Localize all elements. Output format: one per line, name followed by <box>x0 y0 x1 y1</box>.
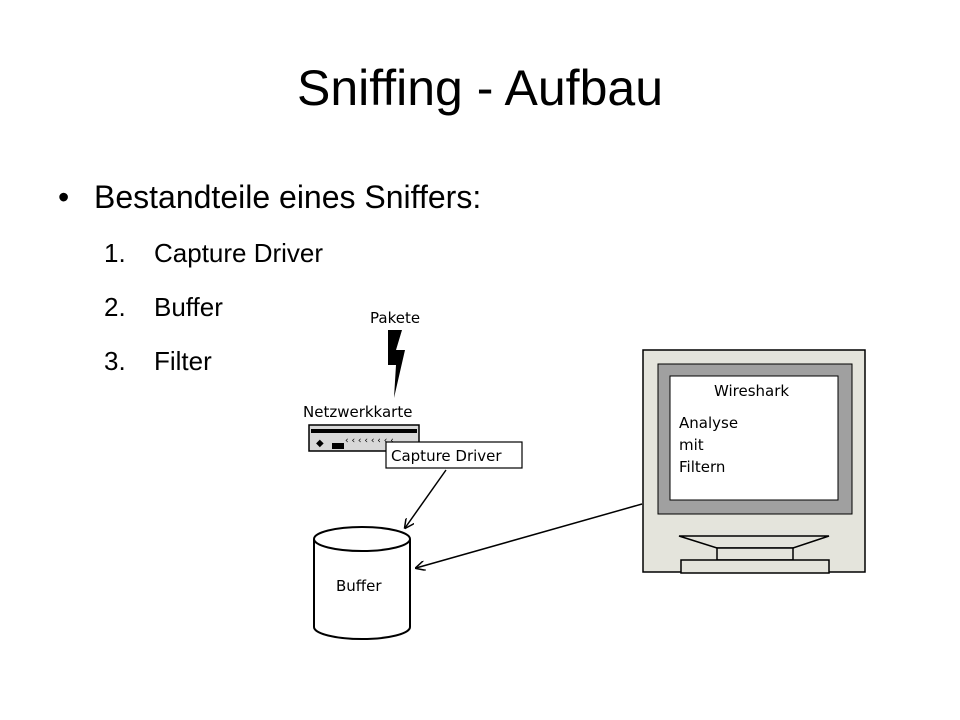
item-text: Filter <box>154 346 212 376</box>
capture-driver-box <box>385 441 523 469</box>
item-text: Capture Driver <box>154 238 324 268</box>
monitor-line-3: Filtern <box>679 458 725 476</box>
bullet-marker: • <box>58 179 70 215</box>
wireshark-label: Wireshark <box>714 382 789 400</box>
numbered-item-3: 3. Filter <box>104 346 212 377</box>
monitor-line-1: Analyse <box>679 414 738 432</box>
capture-driver-label: Capture Driver <box>391 447 502 465</box>
svg-text:‹ ‹ ‹ ‹ ‹ ‹ ‹ ‹: ‹ ‹ ‹ ‹ ‹ ‹ ‹ ‹ <box>345 436 394 446</box>
bullet-item: • Bestandteile eines Sniffers: <box>58 178 481 216</box>
svg-text:◆: ◆ <box>316 438 324 449</box>
monitor-icon <box>642 349 866 574</box>
slide-title: Sniffing - Aufbau <box>296 60 663 116</box>
lightning-icon <box>388 330 405 398</box>
bullet-text: Bestandteile eines Sniffers: <box>94 179 482 215</box>
arrow-wireshark-to-buffer <box>416 503 643 568</box>
item-number: 2. <box>104 292 126 322</box>
nic-label: Netzwerkkarte <box>303 403 412 421</box>
arrow-driver-to-buffer <box>405 469 447 528</box>
monitor-line-2: mit <box>679 436 704 454</box>
packets-label: Pakete <box>370 309 420 327</box>
buffer-cylinder-icon <box>313 526 411 640</box>
numbered-item-2: 2. Buffer <box>104 292 223 323</box>
item-number: 3. <box>104 346 126 376</box>
buffer-label: Buffer <box>336 577 382 595</box>
item-number: 1. <box>104 238 126 268</box>
numbered-item-1: 1. Capture Driver <box>104 238 323 269</box>
item-text: Buffer <box>154 292 223 322</box>
